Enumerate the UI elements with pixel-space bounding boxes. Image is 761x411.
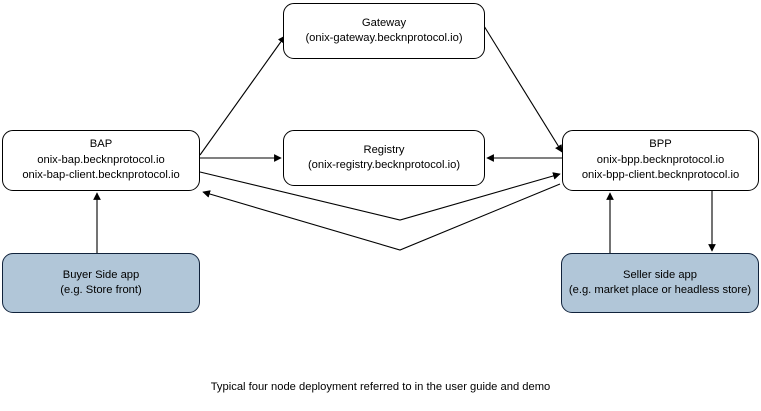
node-seller-side-app[interactable]: Seller side app (e.g. market place or he…: [561, 253, 759, 313]
node-bap-client-host: onix-bap-client.becknprotocol.io: [22, 169, 180, 182]
node-bap[interactable]: BAP onix-bap.becknprotocol.io onix-bap-c…: [2, 130, 200, 191]
node-registry[interactable]: Registry (onix-registry.becknprotocol.io…: [283, 130, 485, 186]
node-bap-host: onix-bap.becknprotocol.io: [37, 153, 165, 166]
node-bap-title: BAP: [89, 138, 113, 151]
node-bpp-client-host: onix-bpp-client.becknprotocol.io: [581, 169, 740, 182]
node-registry-title: Registry: [363, 143, 405, 156]
edge-bap-to-gateway: [199, 35, 286, 156]
node-bpp-title: BPP: [649, 138, 672, 151]
node-buyer-side-app[interactable]: Buyer Side app (e.g. Store front): [2, 253, 200, 313]
node-seller-side-app-title: Seller side app: [622, 268, 697, 281]
node-gateway-title: Gateway: [361, 16, 407, 29]
node-bpp-host: onix-bpp.becknprotocol.io: [596, 153, 725, 166]
node-gateway[interactable]: Gateway (onix-gateway.becknprotocol.io): [283, 3, 485, 59]
edge-bpp-to-bap: [202, 183, 561, 251]
node-registry-subtitle: (onix-registry.becknprotocol.io): [307, 159, 461, 171]
node-seller-side-app-subtitle: (e.g. market place or headless store): [568, 284, 752, 296]
node-buyer-side-app-subtitle: (e.g. Store front): [60, 284, 142, 296]
edge-gateway-to-bpp: [483, 25, 563, 153]
node-bpp[interactable]: BPP onix-bpp.becknprotocol.io onix-bpp-c…: [562, 130, 759, 191]
node-buyer-side-app-title: Buyer Side app: [62, 268, 140, 281]
diagram-caption: Typical four node deployment referred to…: [210, 381, 551, 393]
node-gateway-subtitle: (onix-gateway.becknprotocol.io): [305, 32, 463, 44]
